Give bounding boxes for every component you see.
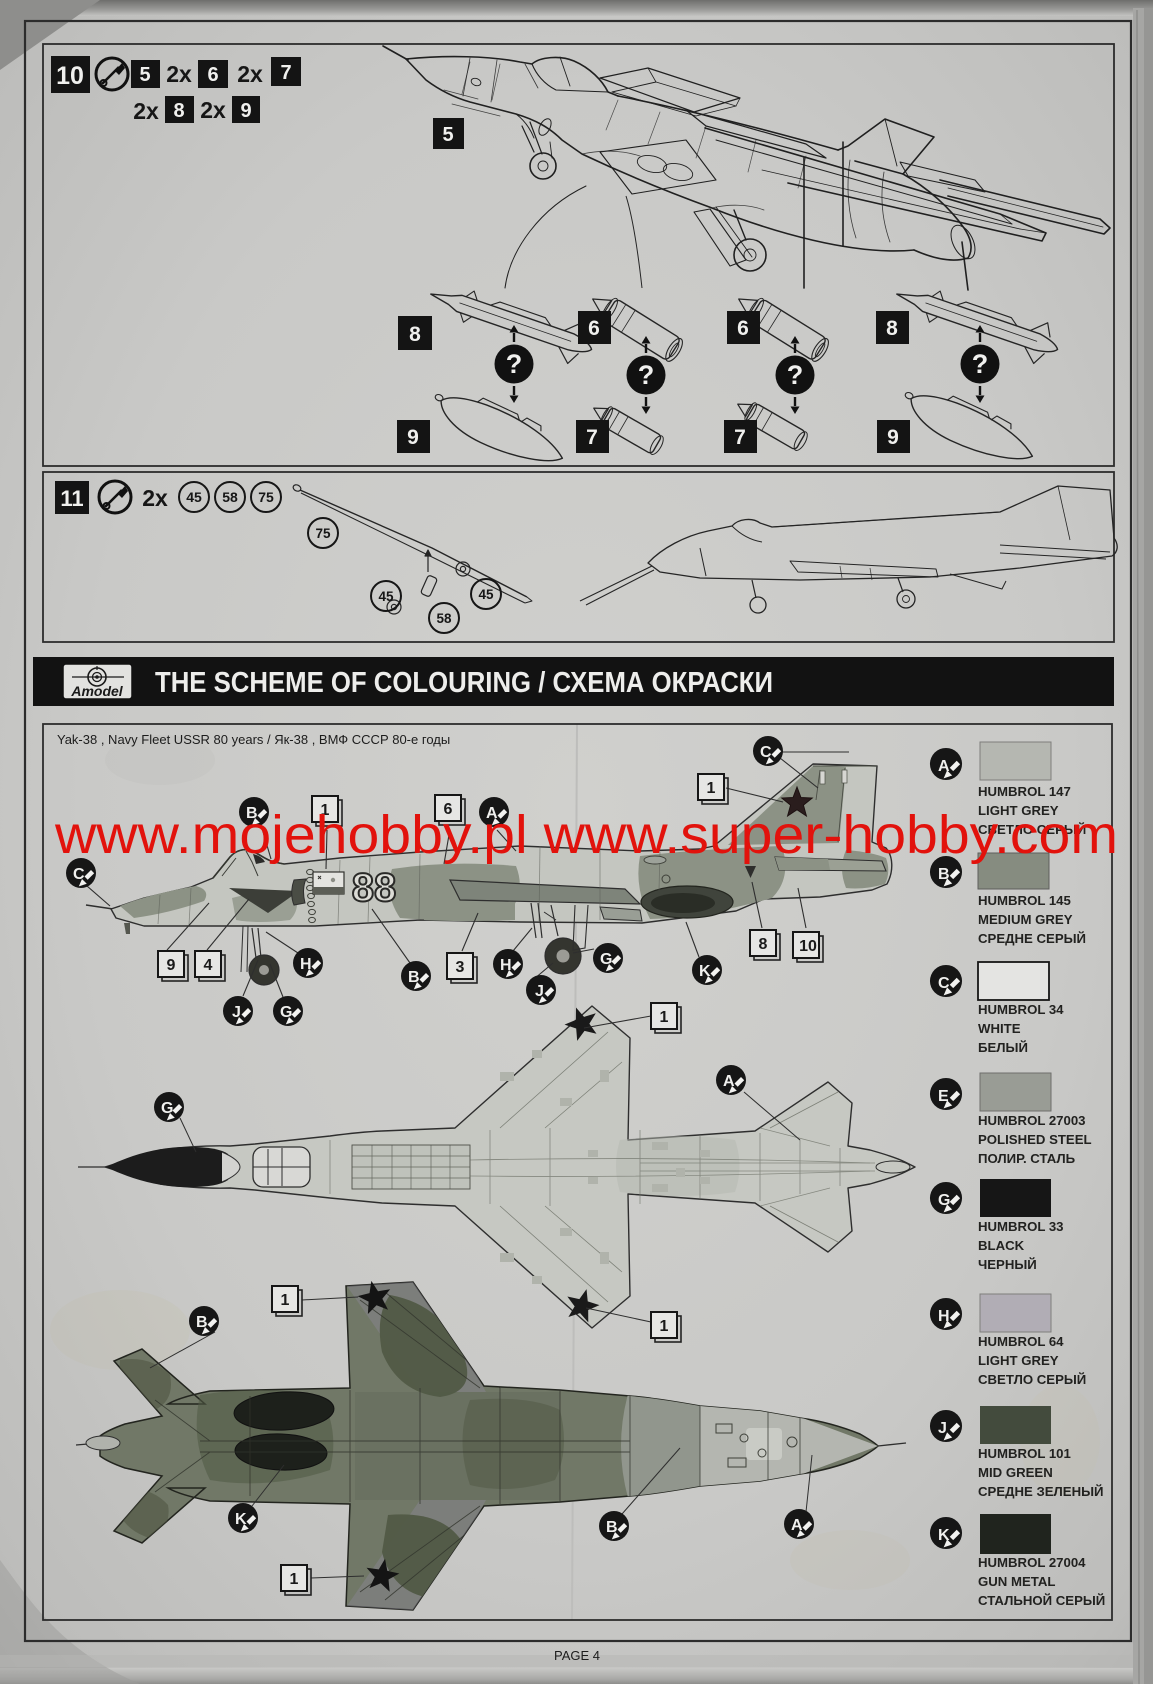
svg-text:HUMBROL 147: HUMBROL 147: [978, 784, 1071, 799]
svg-text:7: 7: [734, 426, 746, 449]
svg-text:K: K: [699, 963, 711, 980]
svg-text:7: 7: [280, 62, 291, 84]
svg-text:1: 1: [321, 802, 330, 819]
svg-text:2x: 2x: [142, 485, 168, 511]
svg-text:2x: 2x: [166, 61, 192, 87]
svg-text:7: 7: [586, 426, 598, 449]
svg-text:HUMBROL 101: HUMBROL 101: [978, 1446, 1071, 1461]
svg-text:G: G: [280, 1004, 292, 1021]
svg-text:MID GREEN: MID GREEN: [978, 1465, 1053, 1480]
svg-text:E: E: [938, 1088, 949, 1105]
svg-text:88: 88: [352, 866, 397, 910]
svg-text:8: 8: [759, 936, 768, 953]
svg-text:СВЕТЛО СЕРЫЙ: СВЕТЛО СЕРЫЙ: [978, 822, 1086, 837]
svg-text:B: B: [938, 866, 950, 883]
svg-text:MEDIUM GREY: MEDIUM GREY: [978, 912, 1073, 927]
svg-text:C: C: [760, 744, 772, 761]
svg-text:58: 58: [222, 489, 238, 505]
svg-text:LIGHT GREY: LIGHT GREY: [978, 1353, 1059, 1368]
svg-text:6: 6: [444, 801, 453, 818]
svg-text:HUMBROL 33: HUMBROL 33: [978, 1219, 1064, 1234]
svg-text:A: A: [791, 1517, 803, 1534]
svg-text:B: B: [196, 1314, 208, 1331]
svg-text:HUMBROL 34: HUMBROL 34: [978, 1002, 1064, 1017]
svg-text:75: 75: [315, 526, 331, 541]
svg-text:8: 8: [173, 100, 184, 122]
svg-text:СРЕДНЕ СЕРЫЙ: СРЕДНЕ СЕРЫЙ: [978, 931, 1086, 946]
svg-text:C: C: [938, 975, 950, 992]
svg-text:БЕЛЫЙ: БЕЛЫЙ: [978, 1040, 1028, 1055]
svg-text:BLACK: BLACK: [978, 1238, 1025, 1253]
svg-text:58: 58: [436, 611, 452, 626]
svg-text:G: G: [600, 951, 612, 968]
svg-text:2x: 2x: [200, 97, 226, 123]
svg-text:3: 3: [456, 959, 465, 976]
svg-text:J: J: [938, 1420, 947, 1437]
svg-text:H: H: [938, 1308, 950, 1325]
svg-text:1: 1: [281, 1292, 290, 1309]
svg-text:J: J: [232, 1004, 241, 1021]
svg-text:1: 1: [660, 1318, 669, 1335]
svg-text:6: 6: [588, 317, 600, 340]
svg-text:J: J: [535, 983, 544, 1000]
svg-text:PAGE 4: PAGE 4: [554, 1648, 600, 1663]
svg-text:ЧЕРНЫЙ: ЧЕРНЫЙ: [978, 1257, 1037, 1272]
svg-text:45: 45: [478, 587, 494, 602]
svg-text:H: H: [300, 956, 312, 973]
svg-text:1: 1: [290, 1571, 299, 1588]
svg-text:G: G: [161, 1100, 173, 1117]
svg-text:B: B: [246, 805, 258, 822]
svg-text:HUMBROL 27003: HUMBROL 27003: [978, 1113, 1086, 1128]
svg-text:Amodel: Amodel: [70, 683, 123, 699]
svg-text:СРЕДНЕ ЗЕЛЕНЫЙ: СРЕДНЕ ЗЕЛЕНЫЙ: [978, 1484, 1104, 1499]
svg-text:POLISHED STEEL: POLISHED STEEL: [978, 1132, 1092, 1147]
svg-text:45: 45: [186, 489, 202, 505]
svg-text:9: 9: [167, 957, 176, 974]
svg-text:LIGHT GREY: LIGHT GREY: [978, 803, 1059, 818]
svg-text:HUMBROL 27004: HUMBROL 27004: [978, 1555, 1086, 1570]
svg-text:6: 6: [207, 64, 218, 86]
svg-text:THE SCHEME OF COLOURING / СХЕМ: THE SCHEME OF COLOURING / СХЕМА ОКРАСКИ: [155, 667, 773, 699]
svg-text:4: 4: [204, 957, 213, 974]
svg-text:5: 5: [442, 124, 453, 146]
svg-text:G: G: [938, 1192, 950, 1209]
svg-text:СВЕТЛО СЕРЫЙ: СВЕТЛО СЕРЫЙ: [978, 1372, 1086, 1387]
svg-text:1: 1: [660, 1009, 669, 1026]
svg-text:A: A: [723, 1073, 735, 1090]
svg-text:K: K: [235, 1511, 247, 1528]
svg-text:11: 11: [60, 486, 83, 511]
svg-text:A: A: [486, 805, 498, 822]
svg-text:75: 75: [258, 489, 274, 505]
svg-text:B: B: [606, 1519, 618, 1536]
svg-text:A: A: [938, 758, 950, 775]
svg-text:5: 5: [139, 64, 150, 86]
svg-text:B: B: [408, 969, 420, 986]
svg-text:9: 9: [407, 426, 419, 449]
svg-text:9: 9: [887, 426, 899, 449]
svg-text:WHITE: WHITE: [978, 1021, 1021, 1036]
svg-text:HUMBROL 64: HUMBROL 64: [978, 1334, 1064, 1349]
svg-text:45: 45: [378, 589, 394, 604]
svg-text:2x: 2x: [133, 98, 159, 124]
svg-text:K: K: [938, 1527, 950, 1544]
svg-text:1: 1: [707, 780, 716, 797]
svg-text:8: 8: [409, 323, 421, 346]
svg-text:10: 10: [799, 938, 817, 955]
svg-text:HUMBROL 145: HUMBROL 145: [978, 893, 1071, 908]
svg-text:6: 6: [737, 317, 749, 340]
svg-text:H: H: [500, 957, 512, 974]
svg-text:8: 8: [886, 317, 898, 340]
svg-text:C: C: [73, 866, 85, 883]
svg-text:Yak-38 , Navy Fleet USSR 80 y: Yak-38 , Navy Fleet USSR 80 years / Як-3…: [57, 732, 450, 747]
svg-text:2x: 2x: [237, 61, 263, 87]
svg-text:9: 9: [240, 100, 251, 122]
svg-text:www.mojehobby.pl www.super-hob: www.mojehobby.pl www.super-hobby.com: [54, 805, 1118, 865]
svg-text:10: 10: [56, 62, 84, 90]
svg-text:ПОЛИР. СТАЛЬ: ПОЛИР. СТАЛЬ: [978, 1151, 1076, 1166]
svg-text:СТАЛЬНОЙ СЕРЫЙ: СТАЛЬНОЙ СЕРЫЙ: [978, 1593, 1105, 1608]
svg-text:GUN METAL: GUN METAL: [978, 1574, 1055, 1589]
